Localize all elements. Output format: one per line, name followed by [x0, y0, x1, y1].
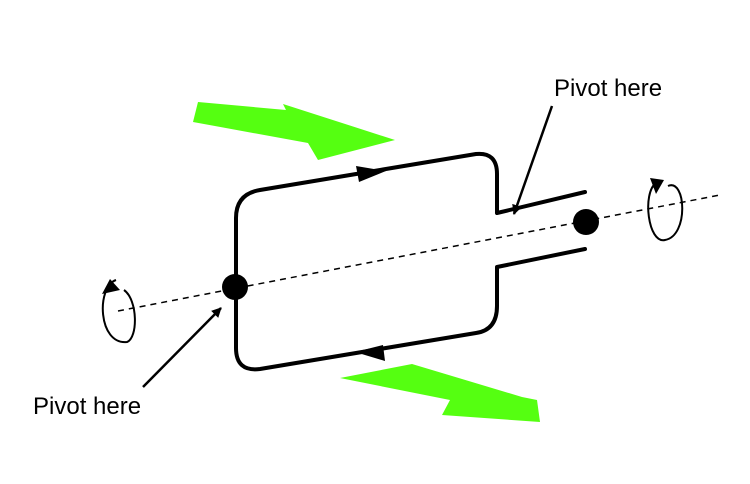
rotation-arrow-icon [647, 178, 684, 242]
coil-loop [234, 151, 587, 372]
pivot-point-left [222, 274, 248, 300]
force-arrow-bottom [340, 364, 540, 422]
pivot-label-top: Pivot here [554, 75, 662, 102]
pivot-point-right [573, 209, 599, 235]
pivot-pointer-bottom [142, 307, 222, 388]
force-arrow-top [193, 102, 395, 160]
current-arrow-top [356, 166, 386, 182]
rotation-arrow-icon [101, 279, 136, 344]
pivot-pointer-top [512, 105, 554, 215]
pivot-label-bottom: Pivot here [33, 393, 141, 420]
rotation-axis [117, 194, 721, 312]
current-arrow-bottom [355, 345, 385, 361]
